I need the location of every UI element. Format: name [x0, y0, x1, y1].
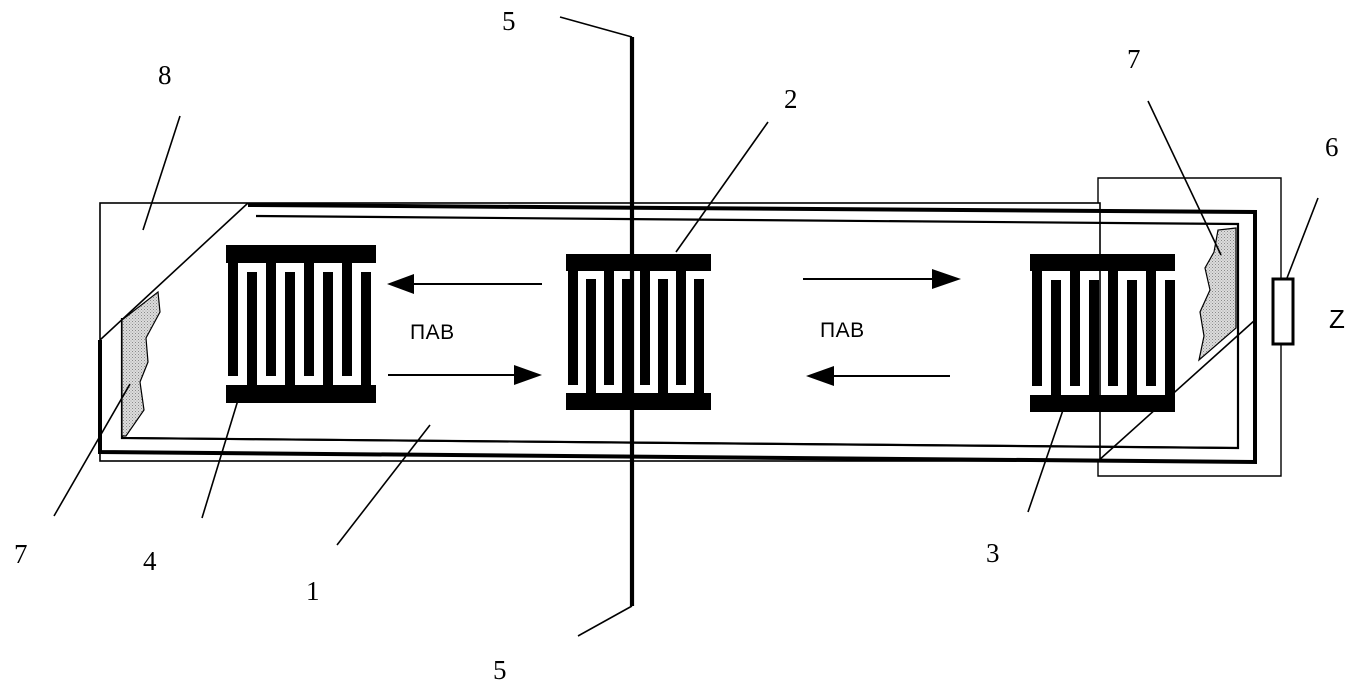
idt-busbar-top	[226, 245, 376, 263]
label-load: 6	[1325, 134, 1339, 161]
leader-7-left	[54, 384, 130, 516]
label-substrate: 1	[306, 578, 320, 605]
load-symbol-z: Z	[1329, 306, 1345, 332]
idt-finger	[1127, 280, 1137, 395]
label-idt-left: 4	[143, 548, 157, 575]
label-idt-center: 2	[784, 86, 798, 113]
idt-finger	[604, 271, 614, 385]
idt-busbar-bottom	[226, 385, 376, 403]
idt-busbar-bottom	[1030, 395, 1175, 412]
label-absorber-right: 7	[1127, 46, 1141, 73]
idt-finger	[228, 263, 238, 376]
idt-finger	[266, 263, 276, 376]
idt-finger	[640, 271, 650, 385]
idt-finger	[304, 263, 314, 376]
idt-finger	[323, 272, 333, 385]
idt-busbar-bottom	[566, 393, 711, 410]
idt-finger	[658, 279, 668, 393]
idt-busbar-top	[1030, 254, 1175, 271]
idt-finger	[1032, 271, 1042, 386]
label-housing: 8	[158, 62, 172, 89]
leader-1	[337, 425, 430, 545]
idt-finger	[694, 279, 704, 393]
label-lead-bottom: 5	[493, 657, 507, 684]
load-element	[1273, 279, 1293, 344]
label-idt-right: 3	[986, 540, 1000, 567]
label-absorber-left: 7	[14, 541, 28, 568]
idt-finger	[676, 271, 686, 385]
idt-finger	[1051, 280, 1061, 395]
idt-finger	[285, 272, 295, 385]
leader-8	[143, 116, 180, 230]
pav-label-left: ПАВ	[410, 322, 455, 343]
idt-finger	[586, 279, 596, 393]
arrow-right-upper	[803, 269, 961, 289]
arrow-right-lower	[388, 365, 542, 385]
pav-label-right: ПАВ	[820, 320, 865, 341]
arrow-left-lower	[806, 366, 950, 386]
idt-center	[566, 254, 711, 410]
idt-busbar-top	[566, 254, 711, 271]
leader-2	[676, 122, 768, 252]
saw-arrows	[387, 269, 961, 386]
idt-finger	[568, 271, 578, 385]
idt-finger	[1165, 280, 1175, 395]
leader-6	[1287, 198, 1318, 278]
arrow-left-upper	[387, 274, 542, 294]
idt-left	[226, 245, 376, 403]
idt-right	[1030, 254, 1175, 412]
leader-4	[202, 400, 238, 518]
idt-finger	[342, 263, 352, 376]
idt-finger	[1089, 280, 1099, 395]
idt-finger	[1108, 271, 1118, 386]
idt-finger	[361, 272, 371, 385]
idt-finger	[247, 272, 257, 385]
label-lead-top: 5	[502, 8, 516, 35]
idt-finger	[1070, 271, 1080, 386]
idt-finger	[1146, 271, 1156, 386]
